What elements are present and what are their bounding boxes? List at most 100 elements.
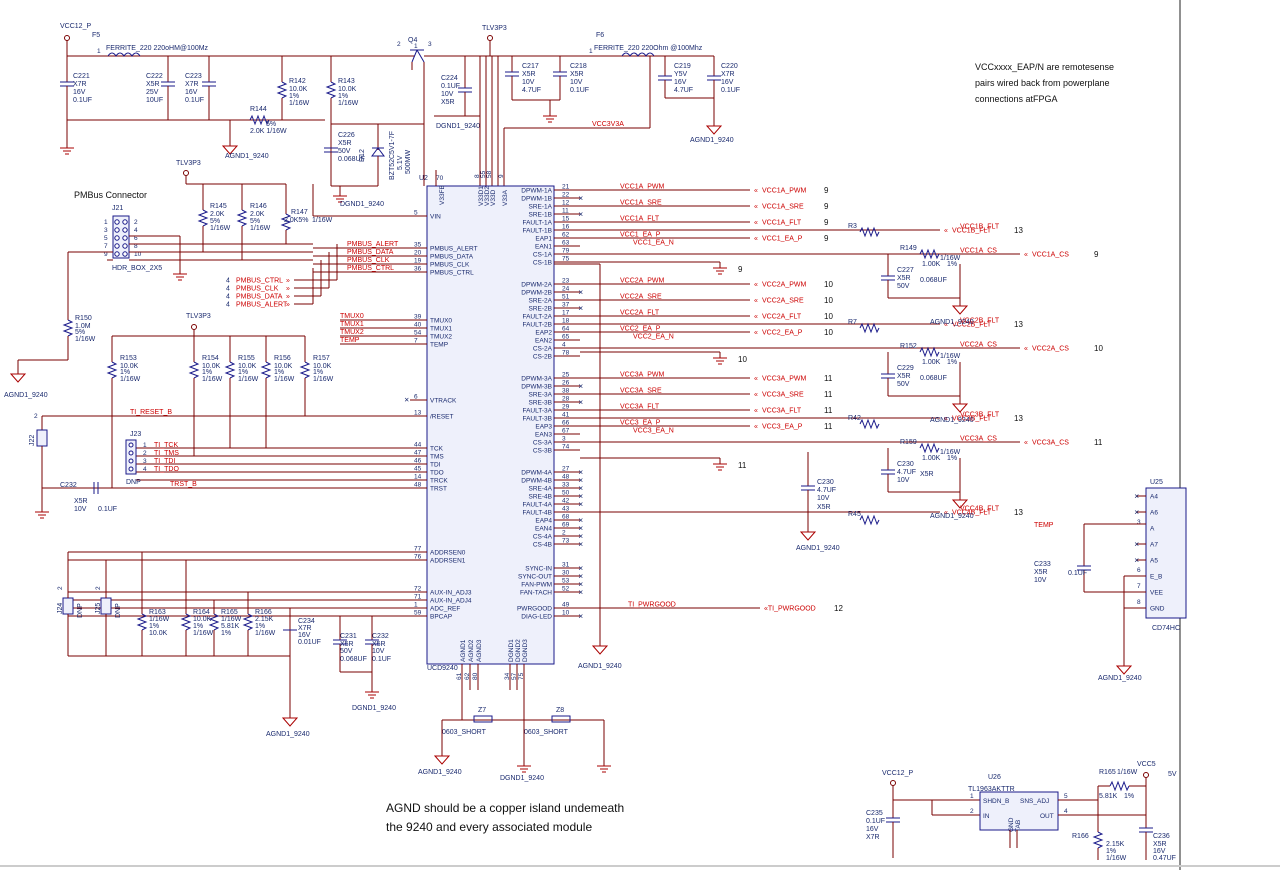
pullup-ref: R156 [274,355,291,362]
svg-text:10V: 10V [522,79,535,86]
u2-pin-name: EAP1 [535,236,552,243]
cs-resistor [919,346,940,358]
u2-pin-name: FAULT-4B [522,510,552,517]
u2-pin-number: 41 [562,412,570,419]
svg-text:C222: C222 [146,73,163,80]
u2-pin-number: 76 [414,554,422,561]
u2-pin-name: PMBUS_ALERT [430,246,478,253]
svg-text:50V: 50V [338,148,351,155]
pullup-val: 1% [120,369,130,376]
noconnect-mark: ✕ [578,290,583,297]
noconnect-mark: ✕ [1134,558,1139,565]
svg-text:10.0K: 10.0K [289,86,308,93]
cs-cap-val: 0.068UF [920,277,947,284]
u2-pin-number: 71 [414,594,422,601]
svg-text:16V: 16V [185,89,198,96]
svg-text:Y5V: Y5V [674,71,688,78]
u2-pin-number: 63 [562,240,570,247]
addr-resistor-ref: R164 [193,609,210,616]
agnd-label: AGND1_9240 [690,137,734,144]
offpage-net-label: VCC1A_CS [1032,252,1069,259]
jtag-pin [128,458,134,464]
c229-val: X5R [817,504,831,511]
agnd-label: AGND1_9240 [578,663,622,670]
dgnd-label-top: DGND1_9240 [436,123,480,130]
agnd-symbol [281,717,299,727]
jumper-body [62,597,74,615]
f5-pin1: 1 [97,48,101,55]
agnd-symbol [951,499,969,509]
u2-pin-name: FAULT-2A [522,314,552,321]
svg-text:R143: R143 [338,78,355,85]
cs-resistor-val: 1/16W [940,353,961,360]
jtag-pin [128,450,134,456]
vcc3v3a-net: VCC3V3A [592,121,624,128]
u2-pin-number: 10 [562,610,570,617]
header-pin [114,243,120,249]
svg-text:X5R: X5R [522,71,536,78]
svg-text:0.1UF: 0.1UF [98,506,117,513]
offpage-arrow: « [754,188,758,195]
offpage-net-label: PMBUS_CTRL [236,278,283,285]
u2-pin-number: 67 [562,428,570,435]
addr-resistor-val: 1/16W [193,630,214,637]
sheet-ref: 9 [824,218,829,227]
u2-pin-name: FAULT-4A [522,502,552,509]
u2-pin-name: CS-1A [533,252,553,259]
tlv3p3-port [487,35,493,41]
jumper-ref: J24 [57,603,64,614]
u2-pin-number: 22 [562,192,570,199]
u2-pin-number: 28 [562,396,570,403]
offpage-arrow: » [286,286,290,293]
offpage-arrow: « [754,408,758,415]
header-pin-number: 5 [104,235,108,242]
noconnect-mark: ✕ [578,196,583,203]
fault-resistor-ref: R45 [848,511,861,518]
j23-ref: J23 [130,431,141,438]
u2-pin-number: 68 [562,514,570,521]
u2-top-pin-number: 8 [474,174,481,178]
addr-resistor-val: 1% [221,630,231,637]
u2-pin-number: 78 [562,350,570,357]
addr-resistor-val: 1% [149,623,159,630]
u2-top-pin-name: V33D1 [478,186,485,206]
u2-pin-name: SYNC-OUT [518,574,552,581]
jtag-pin-number: 2 [143,450,147,457]
cap-c236: C236 X5R 16V 0.47UF [1139,827,1176,862]
pullup-val: 1% [238,369,248,376]
u2-pin-number: 69 [562,522,570,529]
j21-ref: J21 [112,205,123,212]
svg-text:X5R: X5R [146,81,160,88]
gnd-symbol [333,195,347,203]
u2-pin-name: TMUX2 [430,334,452,341]
svg-text:4.7UF: 4.7UF [522,87,541,94]
pullup-resistor [188,361,200,379]
svg-text:C217: C217 [522,63,539,70]
noconnect-mark: ✕ [1134,510,1139,517]
u2-pin-name: DPWM-4B [521,478,552,485]
j23-body [125,439,137,475]
svg-text:16V: 16V [721,79,734,86]
svg-text:25V: 25V [146,89,159,96]
u2-pin-number: 53 [562,578,570,585]
agnd-label: AGND1_9240 [930,319,974,326]
svg-text:1/16W: 1/16W [75,336,96,343]
u2-pin-number: 37 [562,302,570,309]
u2-pin-name: TCK [430,446,444,453]
sheet-ref: 11 [738,461,747,470]
addr-resistor-val: 10.0K [149,630,168,637]
header-pin-number: 3 [104,227,108,234]
cs-resistor-val: 1.00K [922,455,941,462]
res-r147: R147 2.0K5% 1/16W [280,184,333,244]
right-net-label: VCC2_EA_N [633,334,674,341]
svg-text:R142: R142 [289,78,306,85]
u25-pin-name: A [1150,526,1155,533]
u2-pin-name: /RESET [430,414,454,421]
tlv3p3-left-port [183,170,189,176]
svg-text:GND: GND [1008,817,1015,832]
cs-cap-val: 10V [897,477,910,484]
u2-pin-number: 3 [562,436,566,443]
sheet-ref: 13 [1014,414,1023,423]
sheet-ref: 10 [824,328,833,337]
